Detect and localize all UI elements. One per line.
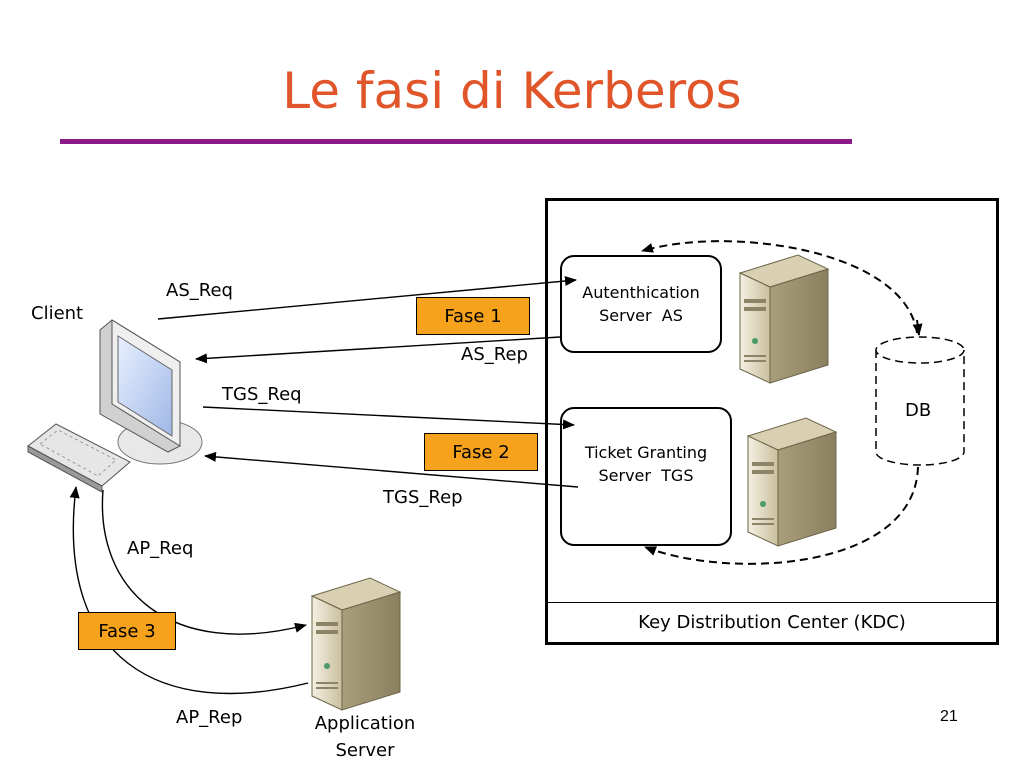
- as-req-arrow: [157, 276, 577, 320]
- kdc-label: Key Distribution Center (KDC): [638, 611, 906, 633]
- keyboard-icon: [27, 423, 131, 493]
- as-server-line2: Server AS: [599, 306, 683, 325]
- tgs-req-label: TGS_Req: [222, 384, 302, 405]
- app-server-line2: Server: [335, 740, 395, 761]
- as-rep-label: AS_Rep: [461, 344, 528, 365]
- server-tower-icon: [746, 417, 838, 547]
- ap-req-label: AP_Req: [127, 538, 194, 559]
- as-server-line1: Autenthication: [582, 283, 700, 302]
- phase-3-badge: Fase 3: [78, 612, 176, 650]
- desktop-computer-icon: [99, 319, 203, 465]
- client-label: Client: [31, 303, 84, 324]
- kdc-container: Key Distribution Center (KDC): [545, 198, 999, 645]
- ap-rep-label: AP_Rep: [176, 707, 243, 728]
- server-tower-icon: [310, 577, 402, 711]
- phase-1-badge: Fase 1: [416, 297, 530, 335]
- ap-rep-arrow: [69, 486, 309, 695]
- app-server-label: Application Server: [290, 710, 440, 764]
- tgs-req-arrow: [202, 406, 575, 430]
- tgs-rep-label: TGS_Rep: [383, 487, 463, 508]
- db-tgs-link: [644, 466, 919, 565]
- slide-title: Le fasi di Kerberos: [282, 62, 742, 120]
- db-as-link: [641, 240, 918, 334]
- as-server-box: Autenthication Server AS: [560, 255, 722, 353]
- tgs-server-line2: Server TGS: [598, 466, 694, 485]
- tgs-server-box: Ticket Granting Server TGS: [560, 407, 732, 546]
- server-tower-icon: [738, 254, 830, 384]
- app-server-line1: Application: [314, 713, 416, 734]
- tgs-server-line1: Ticket Granting: [584, 443, 708, 462]
- db-label: DB: [905, 400, 932, 421]
- ap-req-arrow: [101, 489, 307, 635]
- as-req-label: AS_Req: [166, 280, 233, 301]
- database-cylinder-icon: [875, 336, 965, 466]
- as-rep-arrow: [195, 336, 561, 364]
- page-number: 21: [940, 708, 958, 725]
- tgs-rep-arrow: [204, 451, 579, 488]
- kdc-divider: [548, 602, 996, 603]
- phase-2-badge: Fase 2: [424, 433, 538, 471]
- title-underline: [60, 139, 852, 144]
